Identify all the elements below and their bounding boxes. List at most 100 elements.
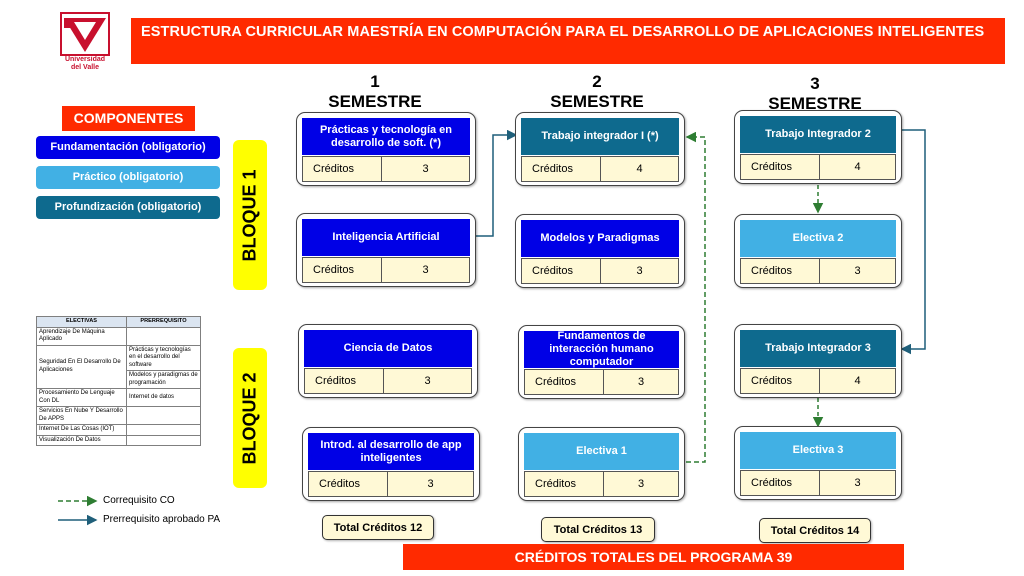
elective-name: Internet De Las Cosas (IOT): [36, 424, 127, 436]
table-row: Aprendizaje De Máquina Aplicado: [36, 326, 201, 346]
block-2-label: BLOQUE 2: [233, 348, 267, 488]
table-row: Visualización De Datos: [36, 434, 201, 446]
electives-header: ELECTIVAS: [36, 316, 127, 328]
credits-value: 3: [604, 369, 679, 395]
page-title: ESTRUCTURA CURRICULAR MAESTRÍA EN COMPUT…: [131, 18, 1005, 64]
course-title: Electiva 1: [524, 433, 679, 470]
course-title: Ciencia de Datos: [304, 330, 472, 367]
semester-1-label: SEMESTRE: [328, 92, 422, 111]
course-title: Modelos y Paradigmas: [521, 220, 679, 257]
course-card-interaccion-humano-computador: Fundamentos de interacción humano comput…: [518, 325, 685, 399]
electives-table: ELECTIVAS PRERREQUISITO Aprendizaje De M…: [36, 316, 201, 446]
component-fundamentacion: Fundamentación (obligatorio): [36, 136, 220, 159]
semester-3-number: 3: [810, 74, 820, 93]
credits-label: Créditos: [740, 154, 820, 180]
elective-prereq: [126, 406, 201, 425]
components-title: COMPONENTES: [62, 106, 195, 131]
credits-label: Créditos: [521, 156, 601, 182]
semester-3-header: 3 SEMESTRE: [745, 74, 885, 114]
course-title: Inteligencia Artificial: [302, 219, 470, 256]
elective-name: Aprendizaje De Máquina Aplicado: [36, 326, 127, 346]
semester-2-total: Total Créditos 13: [541, 517, 655, 542]
legend-corequisite: Correquisito CO: [103, 495, 175, 506]
elective-name: Servicios En Nube Y Desarrollo De APPS: [36, 406, 127, 425]
semester-1-total: Total Créditos 12: [322, 515, 434, 540]
block-1-label: BLOQUE 1: [233, 140, 267, 290]
credits-value: 3: [820, 470, 896, 496]
semester-3-total: Total Créditos 14: [759, 518, 871, 543]
credits-label: Créditos: [740, 470, 820, 496]
credits-value: 4: [601, 156, 679, 182]
logo-text-line2: del Valle: [70, 64, 100, 71]
elective-name: Procesamiento De Lenguaje Con DL: [36, 388, 127, 407]
table-row: Seguridad En El Desarrollo De Aplicacion…: [36, 344, 201, 389]
semester-2-label: SEMESTRE: [550, 92, 644, 111]
table-row: Procesamiento De Lenguaje Con DL Interne…: [36, 388, 201, 407]
credits-label: Créditos: [302, 257, 382, 283]
credits-value: 3: [601, 258, 679, 284]
course-card-introd-app-inteligentes: Introd. al desarrollo de app inteligente…: [302, 427, 480, 501]
component-profundizacion: Profundización (obligatorio): [36, 196, 220, 219]
credits-label: Créditos: [524, 471, 604, 497]
univalle-shield-icon: [60, 12, 110, 56]
elective-prereq: [126, 424, 201, 436]
credits-value: 3: [384, 368, 472, 394]
program-total-credits: CRÉDITOS TOTALES DEL PROGRAMA 39: [403, 544, 904, 570]
semester-2-header: 2 SEMESTRE: [527, 72, 667, 112]
course-title: Trabajo Integrador 2: [740, 116, 896, 153]
credits-label: Créditos: [302, 156, 382, 182]
course-title: Prácticas y tecnología en desarrollo de …: [302, 118, 470, 155]
credits-label: Créditos: [524, 369, 604, 395]
table-row: Servicios En Nube Y Desarrollo De APPS: [36, 406, 201, 425]
elective-name: Visualización De Datos: [36, 434, 127, 446]
credits-label: Créditos: [740, 258, 820, 284]
elective-name: Seguridad En El Desarrollo De Aplicacion…: [36, 344, 127, 389]
credits-label: Créditos: [740, 368, 820, 394]
credits-value: 3: [604, 471, 679, 497]
logo-text-line1: Universidad: [64, 56, 106, 63]
credits-value: 3: [820, 258, 896, 284]
elective-prereq: [126, 434, 201, 446]
semester-2-number: 2: [592, 72, 602, 91]
coreq-e1-to-ti1: [685, 131, 706, 463]
elective-prereq: Modelos y paradigmas de programación: [126, 370, 201, 389]
course-title: Trabajo integrador I (*): [521, 118, 679, 155]
course-title: Electiva 2: [740, 220, 896, 257]
credits-label: Créditos: [521, 258, 601, 284]
semester-1-number: 1: [370, 72, 380, 91]
course-title: Introd. al desarrollo de app inteligente…: [308, 433, 474, 470]
credits-label: Créditos: [304, 368, 384, 394]
credits-label: Créditos: [308, 471, 388, 497]
course-title: Trabajo Integrador 3: [740, 330, 896, 367]
course-card-practicas-tecnologia: Prácticas y tecnología en desarrollo de …: [296, 112, 476, 186]
credits-value: 3: [382, 156, 470, 182]
prereq-ia-to-ti1: [470, 129, 518, 237]
course-title: Fundamentos de interacción humano comput…: [524, 330, 679, 368]
legend-prerequisite: Prerrequisito aprobado PA: [103, 514, 221, 525]
credits-value: 4: [820, 368, 896, 394]
credits-value: 4: [820, 154, 896, 180]
prerequisite-header: PRERREQUISITO: [126, 316, 201, 328]
elective-prereq: [126, 326, 201, 346]
semester-1-header: 1 SEMESTRE: [305, 72, 445, 112]
elective-prereq: Prácticas y tecnologías en el desarrollo…: [126, 344, 201, 371]
table-row: Internet De Las Cosas (IOT): [36, 424, 201, 436]
course-title: Electiva 3: [740, 432, 896, 469]
credits-value: 3: [382, 257, 470, 283]
elective-prereq: Internet de datos: [126, 388, 201, 407]
component-practico: Práctico (obligatorio): [36, 166, 220, 189]
university-logo: Universidad del Valle: [60, 12, 110, 78]
credits-value: 3: [388, 471, 474, 497]
prereq-ti2-to-ti3: [900, 129, 926, 355]
semester-3-label: SEMESTRE: [768, 94, 862, 113]
